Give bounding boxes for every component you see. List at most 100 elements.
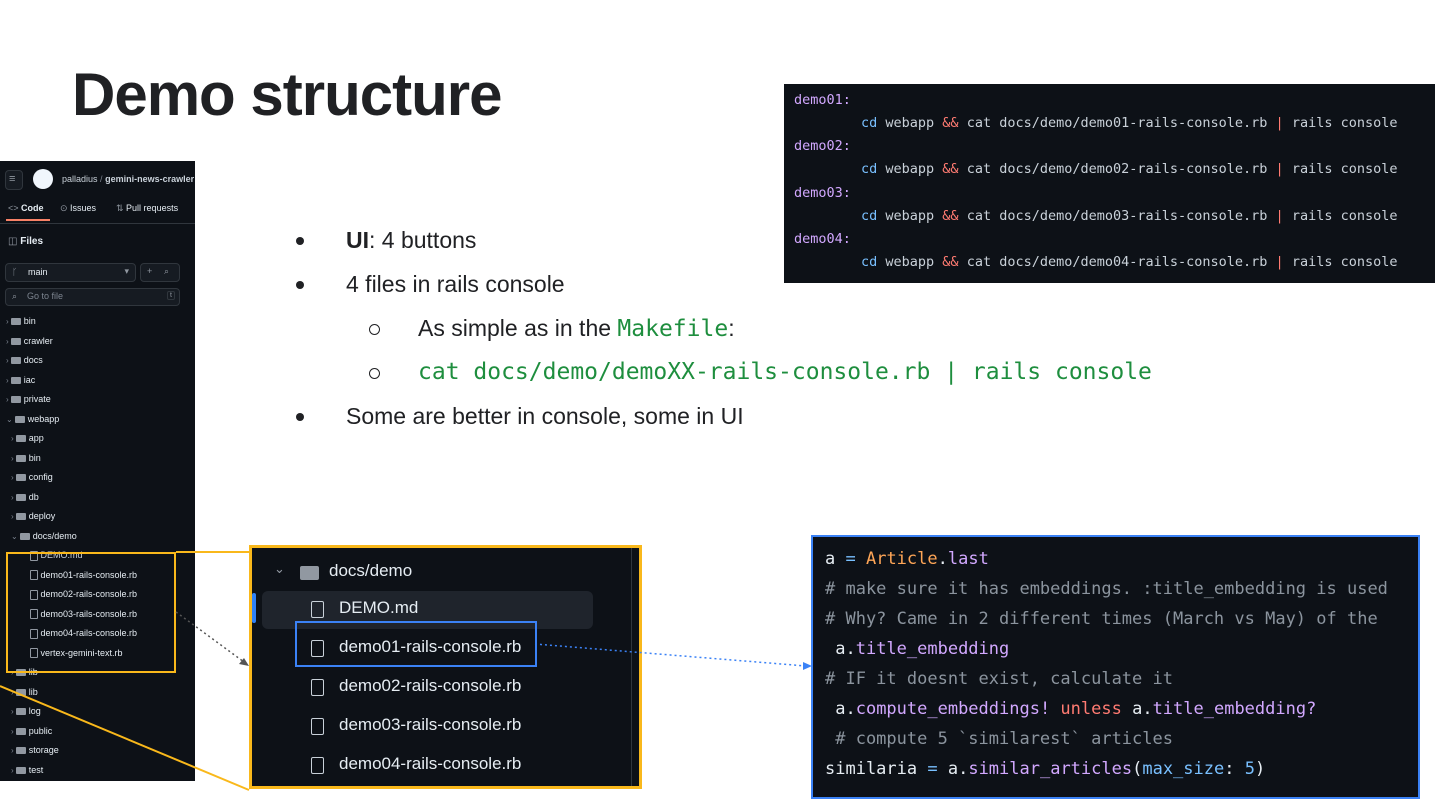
tree-folder-item[interactable]: › db xyxy=(11,492,39,502)
code-token: a. xyxy=(937,759,969,779)
tree-folder-item[interactable]: › storage xyxy=(11,745,59,755)
tree-item-label: docs xyxy=(23,355,43,365)
bullet-ui-bold: UI xyxy=(346,227,369,253)
tree-folder-item[interactable]: › deploy xyxy=(11,511,55,521)
code-token: = xyxy=(927,759,938,779)
bullet-files: 4 files in rails console xyxy=(346,271,565,297)
sub-bullet-ring xyxy=(369,368,380,379)
code-line-7: # compute 5 `similarest` articles xyxy=(825,729,1173,749)
tree-file-item[interactable]: demo03-rails-console.rb xyxy=(16,609,137,620)
code-token: 5 xyxy=(1244,759,1255,779)
folder-icon xyxy=(16,766,27,774)
bullet-console-vs-ui: Some are better in console, some in UI xyxy=(346,403,744,429)
tree-file-item[interactable]: demo04-rails-console.rb xyxy=(16,628,137,639)
zoom-file-item[interactable]: demo03-rails-console.rb xyxy=(339,715,522,734)
folder-icon xyxy=(16,435,27,443)
plus-icon[interactable]: + xyxy=(147,266,153,276)
command-token: && xyxy=(942,115,959,131)
command-token: webapp xyxy=(877,161,943,178)
folder-icon xyxy=(11,337,22,345)
tree-file-item[interactable]: demo01-rails-console.rb xyxy=(16,570,137,581)
file-icon xyxy=(311,599,324,619)
folder-icon xyxy=(11,357,22,365)
tree-item-label: demo03-rails-console.rb xyxy=(40,608,138,619)
bullet-ui: UI: 4 buttons xyxy=(346,227,476,254)
make-target-name: demo01: xyxy=(794,92,851,108)
tree-folder-item[interactable]: › log xyxy=(11,706,41,716)
tree-folder-item[interactable]: ⌄ docs/demo xyxy=(11,531,77,541)
zoom-file-item[interactable]: demo04-rails-console.rb xyxy=(339,754,522,773)
command-token: webapp xyxy=(877,253,943,270)
command-token: webapp xyxy=(877,207,943,224)
code-token: ) xyxy=(1254,759,1266,779)
zoom-file-item[interactable]: demo01-rails-console.rb xyxy=(339,637,522,656)
tree-file-item[interactable]: demo02-rails-console.rb xyxy=(16,589,137,600)
search-icon[interactable]: ⌕ xyxy=(164,266,170,276)
tree-folder-item[interactable]: ⌄ webapp xyxy=(6,414,59,424)
tab-code[interactable]: <> Code xyxy=(8,203,44,213)
chevron-down-icon[interactable]: ⌄ xyxy=(274,561,285,576)
sidebar-collapse-icon[interactable]: ◫ xyxy=(8,236,21,247)
repo-name-link[interactable]: gemini-news-crawler xyxy=(105,174,195,184)
tree-file-item[interactable]: DEMO.md xyxy=(16,550,83,561)
bullet-ui-text: : 4 buttons xyxy=(369,227,477,253)
slide-title: Demo structure xyxy=(72,61,502,128)
tree-item-label: bin xyxy=(23,316,36,326)
tree-item-label: DEMO.md xyxy=(40,550,83,560)
zoom-file-item[interactable]: DEMO.md xyxy=(339,598,419,617)
makefile-code-box: demo01:cd webapp && cat docs/demo/demo01… xyxy=(784,84,1435,283)
tree-item-label: lib xyxy=(28,686,38,697)
branch-selector[interactable]: ᚴ main ▾ xyxy=(5,263,136,282)
sub-bullet-makefile-suffix: : xyxy=(728,315,735,341)
command-token: cat docs/demo/demo03-rails-console.rb xyxy=(958,207,1276,224)
command-token: rails console xyxy=(1283,115,1398,131)
code-token: a. xyxy=(1121,699,1153,719)
zoom-file-item[interactable]: demo02-rails-console.rb xyxy=(339,676,522,695)
make-target-name: demo03: xyxy=(794,184,851,201)
files-heading: ◫ Files xyxy=(8,236,43,247)
tab-pull-requests[interactable]: ⇅ Pull requests xyxy=(116,203,178,214)
hamburger-menu-button[interactable]: ≡ xyxy=(5,170,23,190)
tree-folder-item[interactable]: › iac xyxy=(6,375,35,385)
github-logo-icon[interactable] xyxy=(33,169,53,189)
folder-icon xyxy=(16,493,27,501)
tree-item-label: demo01-rails-console.rb xyxy=(40,569,138,580)
tab-issues[interactable]: ⊙ Issues xyxy=(60,203,96,214)
tab-pull-requests-label: Pull requests xyxy=(126,203,179,213)
code-token: ( xyxy=(1132,759,1143,779)
chevron-right-icon: › xyxy=(11,434,14,443)
file-icon xyxy=(30,609,38,620)
folder-icon xyxy=(16,727,27,735)
code-line-4: a.title_embedding xyxy=(825,639,1009,659)
tree-folder-item[interactable]: › docs xyxy=(6,355,43,365)
tree-folder-item[interactable]: › bin xyxy=(6,316,36,326)
tree-folder-item[interactable]: › private xyxy=(6,394,51,404)
bullet-dot xyxy=(296,281,304,289)
sub-bullet-makefile: As simple as in the Makefile: xyxy=(418,315,735,342)
command-token: webapp xyxy=(877,115,943,131)
folder-label[interactable]: docs/demo xyxy=(329,561,413,580)
tree-folder-item[interactable]: › config xyxy=(11,472,53,482)
tree-item-label: docs/demo xyxy=(32,530,77,541)
tab-issues-label: Issues xyxy=(70,203,97,213)
chevron-right-icon: › xyxy=(11,707,14,716)
command-token: && xyxy=(942,253,959,270)
repo-owner-link[interactable]: palladius xyxy=(62,174,98,184)
repo-breadcrumb: palladius / gemini-news-crawler xyxy=(62,174,194,184)
tree-folder-item[interactable]: › crawler xyxy=(6,336,53,346)
file-icon xyxy=(311,638,324,658)
tree-folder-item[interactable]: › test xyxy=(11,765,43,775)
folder-icon xyxy=(16,513,27,521)
chevron-down-icon: ⌄ xyxy=(6,414,13,424)
command-token: | xyxy=(1275,161,1284,178)
file-icon xyxy=(311,755,324,775)
tree-folder-item[interactable]: › public xyxy=(11,726,52,736)
tree-folder-item[interactable]: › app xyxy=(11,433,44,443)
code-line-5: # IF it doesnt exist, calculate it xyxy=(825,669,1173,689)
tree-folder-item[interactable]: › bin xyxy=(11,453,41,463)
tree-file-item[interactable]: vertex-gemini-text.rb xyxy=(16,648,123,659)
chevron-right-icon: › xyxy=(6,317,9,326)
chevron-right-icon: › xyxy=(11,726,14,736)
search-icon: ⌕ xyxy=(12,291,18,301)
go-to-file-input[interactable]: ⌕ Go to file t xyxy=(5,288,180,306)
